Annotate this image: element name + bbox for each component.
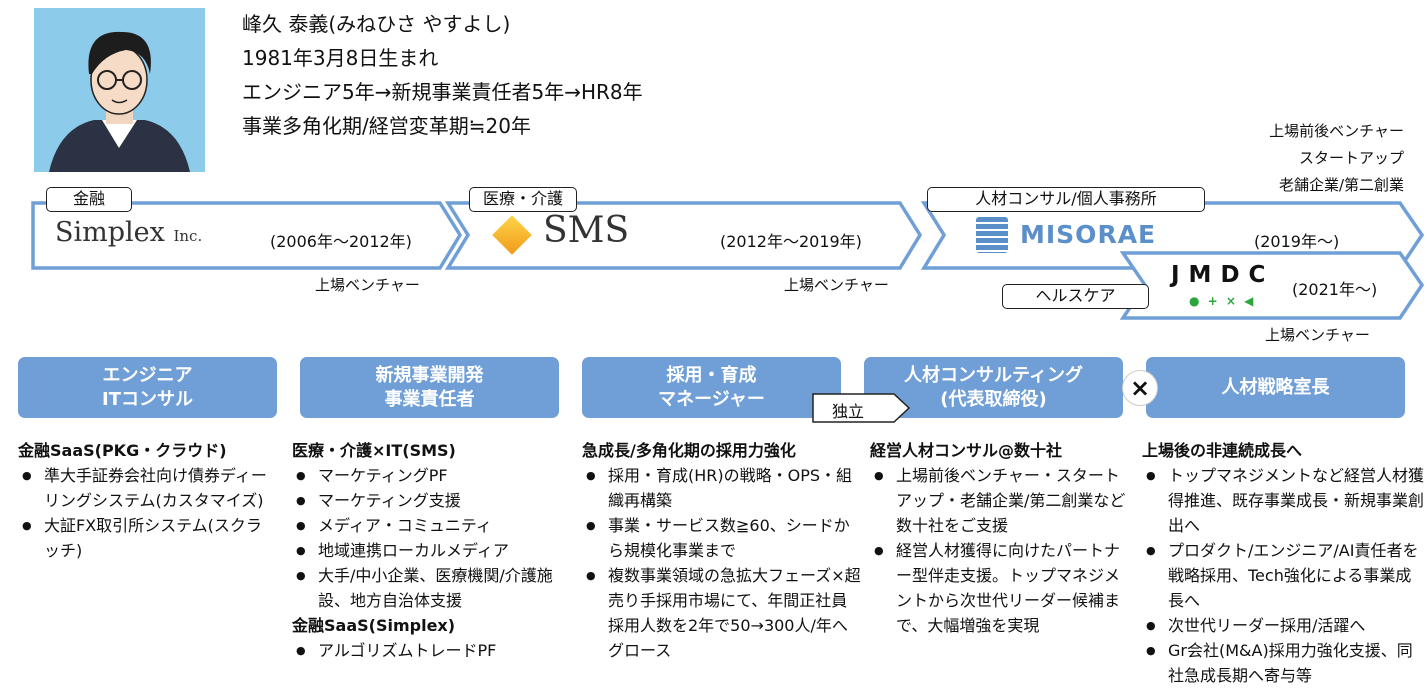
period-label: (2019年〜) <box>1254 232 1340 251</box>
simplex-logo-text: Simplex <box>55 217 165 248</box>
role-subtitle: ITコンサル <box>102 388 193 410</box>
jmdc-logo: JMDC <box>1171 262 1275 288</box>
section-heading: 急成長/多角化期の採用力強化 <box>582 441 796 460</box>
role-subtitle: マネージャー <box>658 388 765 410</box>
section-heading: 金融SaaS(PKG・クラウド) <box>18 441 227 460</box>
list-item: Gr会社(M&A)採用力強化支援、同社急成長期へ寄与等 <box>1142 638 1424 688</box>
section-heading: 医療・介護×IT(SMS) <box>292 441 456 460</box>
misorae-logo: MISORAE <box>1020 220 1157 249</box>
profile: 峰久 泰義(みねひさ やすよし) 1981年3月8日生まれ エンジニア5年→新規… <box>242 7 643 143</box>
listing-note: 上場ベンチャー <box>315 276 420 294</box>
target-item: スタートアップ <box>1298 149 1404 167</box>
target-list: 上場前後ベンチャー スタートアップ 老舗企業/第二創業 <box>1269 118 1404 199</box>
list-item: アルゴリズムトレードPF <box>292 638 574 663</box>
industry-tag: 医療・介護 <box>469 187 577 212</box>
role-title: 新規事業開発 <box>375 364 484 386</box>
section-heading: 経営人材コンサル@数十社 <box>870 441 1063 460</box>
avatar <box>34 8 205 172</box>
target-item: 上場前後ベンチャー <box>1269 122 1404 140</box>
profile-name: 峰久 泰義(みねひさ やすよし) <box>242 12 511 36</box>
role-box-new-business: 新規事業開発事業責任者 <box>300 357 559 418</box>
industry-tag: 人材コンサル/個人事務所 <box>927 187 1205 212</box>
list-item: 事業・サービス数≧60、シードから規模化事業まで <box>582 513 862 563</box>
list-item: 地域連携ローカルメディア <box>292 538 574 563</box>
list-item: メディア・コミュニティ <box>292 513 574 538</box>
period-label: (2012年〜2019年) <box>720 232 862 251</box>
industry-tag: 金融 <box>46 187 132 212</box>
jmdc-marks-icon: ● + × ◀ <box>1189 294 1256 308</box>
profile-career: エンジニア5年→新規事業責任者5年→HR8年 <box>242 80 643 104</box>
section-heading: 金融SaaS(Simplex) <box>292 616 456 635</box>
listing-note: 上場ベンチャー <box>784 276 889 294</box>
profile-period: 事業多角化期/経営変革期≒20年 <box>242 114 531 138</box>
simplex-logo-suffix: Inc. <box>173 227 203 245</box>
list-item: トップマネジメントなど経営人材獲得推進、既存事業成長・新規事業創出へ <box>1142 463 1424 538</box>
industry-tag: ヘルスケア <box>1002 284 1149 309</box>
simplex-logo: Simplex Inc. <box>55 217 202 248</box>
listing-note: 上場ベンチャー <box>1265 326 1370 344</box>
role-title: 人材コンサルティング <box>904 364 1083 386</box>
column-new-business: 医療・介護×IT(SMS) マーケティングPFマーケティング支援メディア・コミュ… <box>292 438 574 663</box>
role-subtitle: 事業責任者 <box>384 388 475 410</box>
misorae-icon <box>976 217 1008 253</box>
list-item: 大手/中小企業、医療機関/介護施設、地方自治体支援 <box>292 563 574 613</box>
list-item: 経営人材獲得に向けたパートナー型伴走支援。トップマネジメントから次世代リーダー候… <box>870 538 1132 638</box>
profile-birth: 1981年3月8日生まれ <box>242 46 439 70</box>
section-heading: 上場後の非連続成長へ <box>1142 441 1303 460</box>
role-title: 人材戦略室長 <box>1221 376 1330 398</box>
role-subtitle: (代表取締役) <box>940 388 1047 410</box>
independent-label: 独立 <box>832 402 865 421</box>
role-box-strategy: 人材戦略室長 <box>1146 357 1405 418</box>
list-item: 複数事業領域の急拡大フェーズ×超売り手採用市場にて、年間正社員採用人数を2年で5… <box>582 563 862 663</box>
column-engineer: 金融SaaS(PKG・クラウド) 準大手証券会社向け債券ディーリングシステム(カ… <box>18 438 276 563</box>
list-item: プロダクト/エンジニア/AI責任者を戦略採用、Tech強化による事業成長へ <box>1142 538 1424 613</box>
sms-logo: SMS <box>543 210 630 251</box>
cross-icon: × <box>1122 370 1158 406</box>
list-item: 準大手証券会社向け債券ディーリングシステム(カスタマイズ) <box>18 463 276 513</box>
list-item: 次世代リーダー採用/活躍へ <box>1142 613 1424 638</box>
chevron-sms <box>444 201 923 270</box>
list-item: マーケティング支援 <box>292 488 574 513</box>
period-label: (2021年〜) <box>1292 280 1378 299</box>
column-consulting: 経営人材コンサル@数十社 上場前後ベンチャー・スタートアップ・老舗企業/第二創業… <box>870 438 1132 638</box>
timeline-chevrons <box>31 201 1425 320</box>
list-item: 上場前後ベンチャー・スタートアップ・老舗企業/第二創業など数十社をご支援 <box>870 463 1132 538</box>
chevron-simplex <box>31 201 463 270</box>
column-hr: 急成長/多角化期の採用力強化 採用・育成(HR)の戦略・OPS・組織再構築事業・… <box>582 438 862 663</box>
role-box-hr: 採用・育成マネージャー <box>582 357 841 418</box>
column-strategy: 上場後の非連続成長へ トップマネジメントなど経営人材獲得推進、既存事業成長・新規… <box>1142 438 1424 688</box>
list-item: 大証FX取引所システム(スクラッチ) <box>18 513 276 563</box>
list-item: マーケティングPF <box>292 463 574 488</box>
role-title: 採用・育成 <box>666 364 757 386</box>
target-item: 老舗企業/第二創業 <box>1278 176 1404 194</box>
period-label: (2006年〜2012年) <box>270 232 412 251</box>
role-title: エンジニア <box>102 364 193 386</box>
list-item: 採用・育成(HR)の戦略・OPS・組織再構築 <box>582 463 862 513</box>
